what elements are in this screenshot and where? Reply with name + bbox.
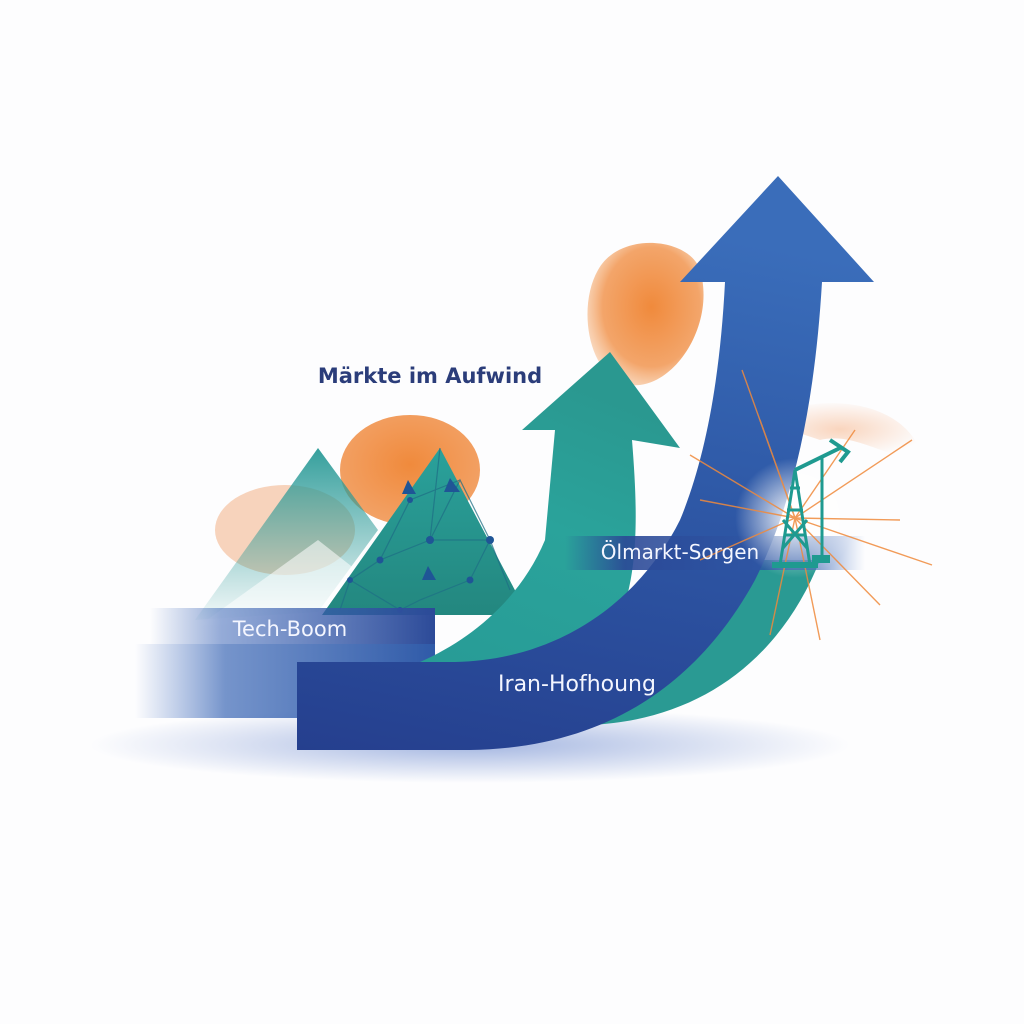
headline: Märkte im Aufwind [318,364,542,388]
tech-band [150,608,435,644]
iran-label: Iran-Hofhoung [498,672,656,697]
oil-label: Ölmarkt-Sorgen [601,540,759,564]
teal-arrow-tail [560,560,820,725]
oil-burst [689,369,933,641]
tech-boom-label: Tech-Boom [232,617,347,641]
blue-arrow [297,176,874,750]
orange-bubble-top [587,242,704,386]
oil-derrick-icon [772,438,851,568]
